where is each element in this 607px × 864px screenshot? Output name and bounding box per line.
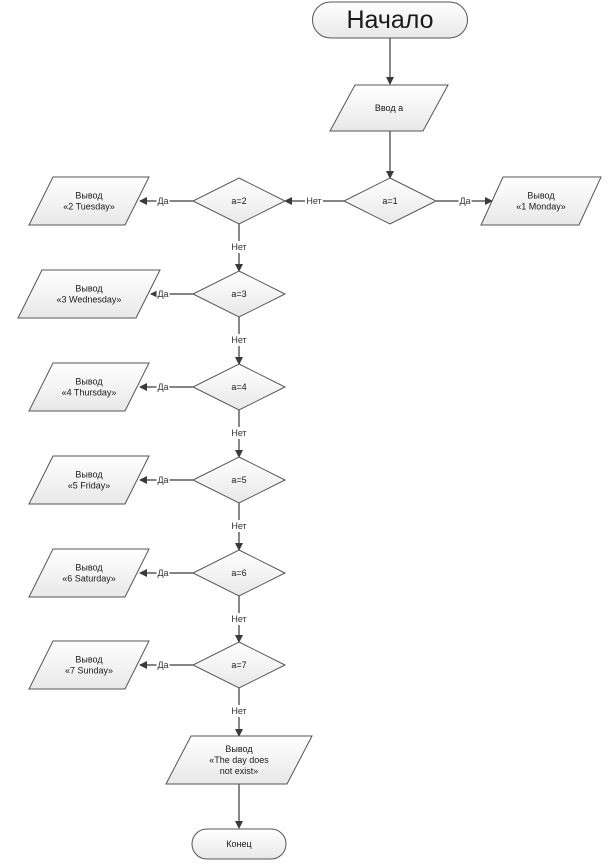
- output-a5-label-line-2: «5 Friday»: [68, 481, 111, 491]
- check-a2: a=2: [191, 177, 287, 225]
- end-node-shape: [191, 828, 287, 860]
- edge-label-no-3-bg: [230, 334, 248, 346]
- check-a1-label: a=1: [382, 196, 397, 206]
- edge-label-no-4-bg: [230, 427, 248, 439]
- end-node-label: Конец: [226, 839, 251, 849]
- output-a7-shape: [28, 640, 150, 690]
- output-a2: Вывод«2 Tuesday»: [28, 176, 150, 226]
- edge-label-no-7: Нет: [231, 706, 246, 716]
- check-a1: a=1: [342, 177, 438, 225]
- edge-label-no-1-bg: [305, 195, 323, 207]
- output-default-shape: [165, 735, 313, 785]
- output-a1-shape: [480, 176, 602, 226]
- output-a4: Вывод«4 Thursday»: [28, 362, 150, 412]
- output-a4-label-line-1: Вывод: [75, 377, 103, 387]
- output-a3: Вывод«3 Wednesday»: [17, 269, 161, 319]
- check-a6-shape: [191, 549, 287, 597]
- output-a1-label-line-1: Вывод: [527, 191, 555, 201]
- edge-label-no-2-bg: [230, 241, 248, 253]
- edge-label-yes-7-bg: [156, 659, 170, 671]
- output-a7-label-line-2: «7 Sunday»: [65, 666, 113, 676]
- output-default-label-line-2: «The day does: [209, 755, 269, 765]
- output-a6-label-line-2: «6 Saturday»: [62, 574, 116, 584]
- edge-label-yes-5: Да: [157, 475, 168, 485]
- output-a4-label-line-2: «4 Thursday»: [62, 388, 117, 398]
- edge-label-yes-4: Да: [157, 382, 168, 392]
- check-a5: a=5: [191, 456, 287, 504]
- output-a7: Вывод«7 Sunday»: [28, 640, 150, 690]
- output-a3-label-line-2: «3 Wednesday»: [57, 295, 122, 305]
- output-a5-label-line-1: Вывод: [75, 470, 103, 480]
- check-a2-label: a=2: [231, 196, 246, 206]
- check-a4-label: a=4: [231, 382, 246, 392]
- output-a5-shape: [28, 455, 150, 505]
- output-a7-label-line-1: Вывод: [75, 655, 103, 665]
- check-a6-label: a=6: [231, 568, 246, 578]
- input-node: Ввод a: [329, 84, 449, 132]
- output-a3-label-line-1: Вывод: [75, 284, 103, 294]
- output-a4-shape: [28, 362, 150, 412]
- check-a3: a=3: [191, 270, 287, 318]
- edge-label-no-7-bg: [230, 705, 248, 717]
- output-a2-shape: [28, 176, 150, 226]
- edge-label-no-5-bg: [230, 520, 248, 532]
- check-a1-shape: [342, 177, 438, 225]
- input-node-shape: [329, 84, 449, 132]
- edge-label-no-6: Нет: [231, 614, 246, 624]
- output-a1-label-line-2: «1 Monday»: [516, 202, 566, 212]
- check-a3-shape: [191, 270, 287, 318]
- edge-label-yes-6: Да: [157, 568, 168, 578]
- check-a3-label: a=3: [231, 289, 246, 299]
- check-a2-shape: [191, 177, 287, 225]
- edge-label-yes-4-bg: [156, 381, 170, 393]
- start-node-shape: [312, 1, 468, 39]
- check-a7-label: a=7: [231, 660, 246, 670]
- output-a5: Вывод«5 Friday»: [28, 455, 150, 505]
- start-node-label: Начало: [346, 6, 433, 34]
- check-a5-label: a=5: [231, 475, 246, 485]
- edge-label-yes-3-bg: [156, 288, 170, 300]
- edge-label-no-2: Нет: [231, 242, 246, 252]
- output-a2-label-line-1: Вывод: [75, 191, 103, 201]
- output-default-label-line-3: not exist»: [220, 766, 259, 776]
- check-a6: a=6: [191, 549, 287, 597]
- check-a7: a=7: [191, 641, 287, 689]
- output-a6-shape: [28, 548, 150, 598]
- check-a4: a=4: [191, 363, 287, 411]
- edge-label-yes-1: Да: [459, 196, 470, 206]
- edge-label-no-3: Нет: [231, 335, 246, 345]
- start-node: Начало: [312, 1, 468, 39]
- output-a2-label-line-2: «2 Tuesday»: [63, 202, 115, 212]
- output-a3-shape: [17, 269, 161, 319]
- edge-label-yes-2-bg: [156, 195, 170, 207]
- check-a7-shape: [191, 641, 287, 689]
- edge-label-no-4: Нет: [231, 428, 246, 438]
- check-a5-shape: [191, 456, 287, 504]
- edge-label-yes-2: Да: [157, 196, 168, 206]
- edge-label-yes-7: Да: [157, 660, 168, 670]
- edge-label-no-6-bg: [230, 613, 248, 625]
- check-a4-shape: [191, 363, 287, 411]
- edge-label-yes-3: Да: [157, 289, 168, 299]
- input-node-label: Ввод a: [375, 103, 403, 113]
- end-node: Конец: [191, 828, 287, 860]
- edge-label-yes-1-bg: [458, 195, 472, 207]
- edge-label-yes-5-bg: [156, 474, 170, 486]
- edge-label-no-1: Нет: [306, 196, 321, 206]
- edge-label-no-5: Нет: [231, 521, 246, 531]
- output-default-label-line-1: Вывод: [225, 744, 253, 754]
- output-a1: Вывод«1 Monday»: [480, 176, 602, 226]
- output-a6-label-line-1: Вывод: [75, 563, 103, 573]
- edge-label-yes-6-bg: [156, 567, 170, 579]
- output-a6: Вывод«6 Saturday»: [28, 548, 150, 598]
